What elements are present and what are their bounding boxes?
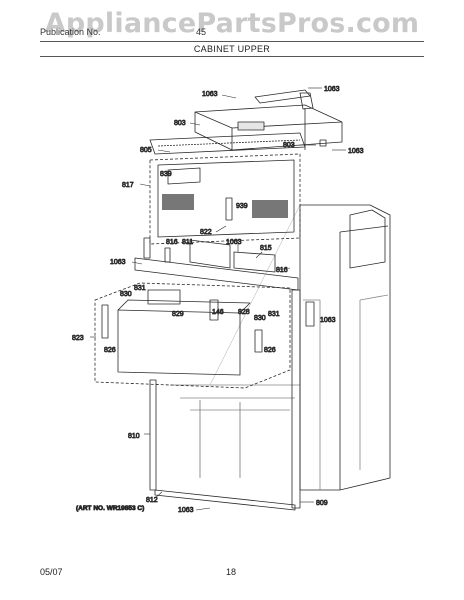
middle-trim — [134, 237, 299, 291]
footer-page-number: 18 — [226, 567, 237, 577]
label-831-left: 831 — [134, 285, 146, 292]
header-rule-top — [40, 41, 424, 42]
label-826-left: 826 — [104, 347, 116, 354]
side-trims — [149, 289, 315, 509]
label-809: 809 — [316, 500, 328, 507]
publication-number: 45 — [196, 27, 207, 37]
dispenser-panel-assembly — [94, 282, 291, 389]
label-1063-top: 1063 — [202, 91, 218, 98]
label-803-right: 803 — [283, 142, 295, 149]
label-811: 811 — [182, 239, 193, 246]
label-839: 839 — [160, 171, 172, 178]
top-hinge-bracket — [254, 89, 314, 150]
watermark: AppliancePartsPros.com — [44, 8, 420, 39]
label-146: 146 — [212, 309, 224, 316]
label-1063-bottom: 1063 — [178, 507, 194, 514]
bottom-trim — [154, 489, 296, 511]
label-823: 823 — [72, 335, 84, 342]
label-812: 812 — [146, 497, 158, 504]
top-cover — [194, 104, 343, 151]
label-810: 810 — [128, 433, 140, 440]
control-housing — [149, 153, 301, 245]
label-805: 805 — [140, 147, 152, 154]
art-number: (ART NO. WR19853 C) — [76, 505, 144, 512]
label-831-right: 831 — [268, 311, 280, 318]
header-rule-bottom — [40, 56, 424, 57]
label-1063-hinge: 1063 — [324, 86, 340, 93]
label-1063-center: 1063 — [226, 239, 242, 246]
refrigerator-cabinet — [170, 204, 391, 491]
label-830-left: 830 — [120, 291, 132, 298]
label-829: 829 — [172, 311, 184, 318]
label-816-left: 816 — [166, 239, 178, 246]
label-822: 822 — [200, 229, 212, 236]
label-1063-left: 1063 — [110, 259, 126, 266]
label-817: 817 — [122, 182, 134, 189]
footer-date: 05/07 — [40, 567, 63, 577]
trim-strip — [149, 132, 306, 155]
label-1063-side: 1063 — [320, 317, 336, 324]
leader-lines — [90, 87, 346, 511]
label-816-right: 816 — [276, 267, 288, 274]
label-803-left: 803 — [174, 120, 186, 127]
publication-label: Publication No. — [40, 27, 101, 37]
label-828: 828 — [238, 309, 250, 316]
label-830-right: 830 — [254, 315, 266, 322]
label-939: 939 — [236, 203, 248, 210]
label-815: 815 — [260, 245, 272, 252]
label-826-right: 826 — [264, 347, 276, 354]
label-1063-right: 1063 — [348, 148, 364, 155]
page-title: CABINET UPPER — [193, 44, 271, 54]
